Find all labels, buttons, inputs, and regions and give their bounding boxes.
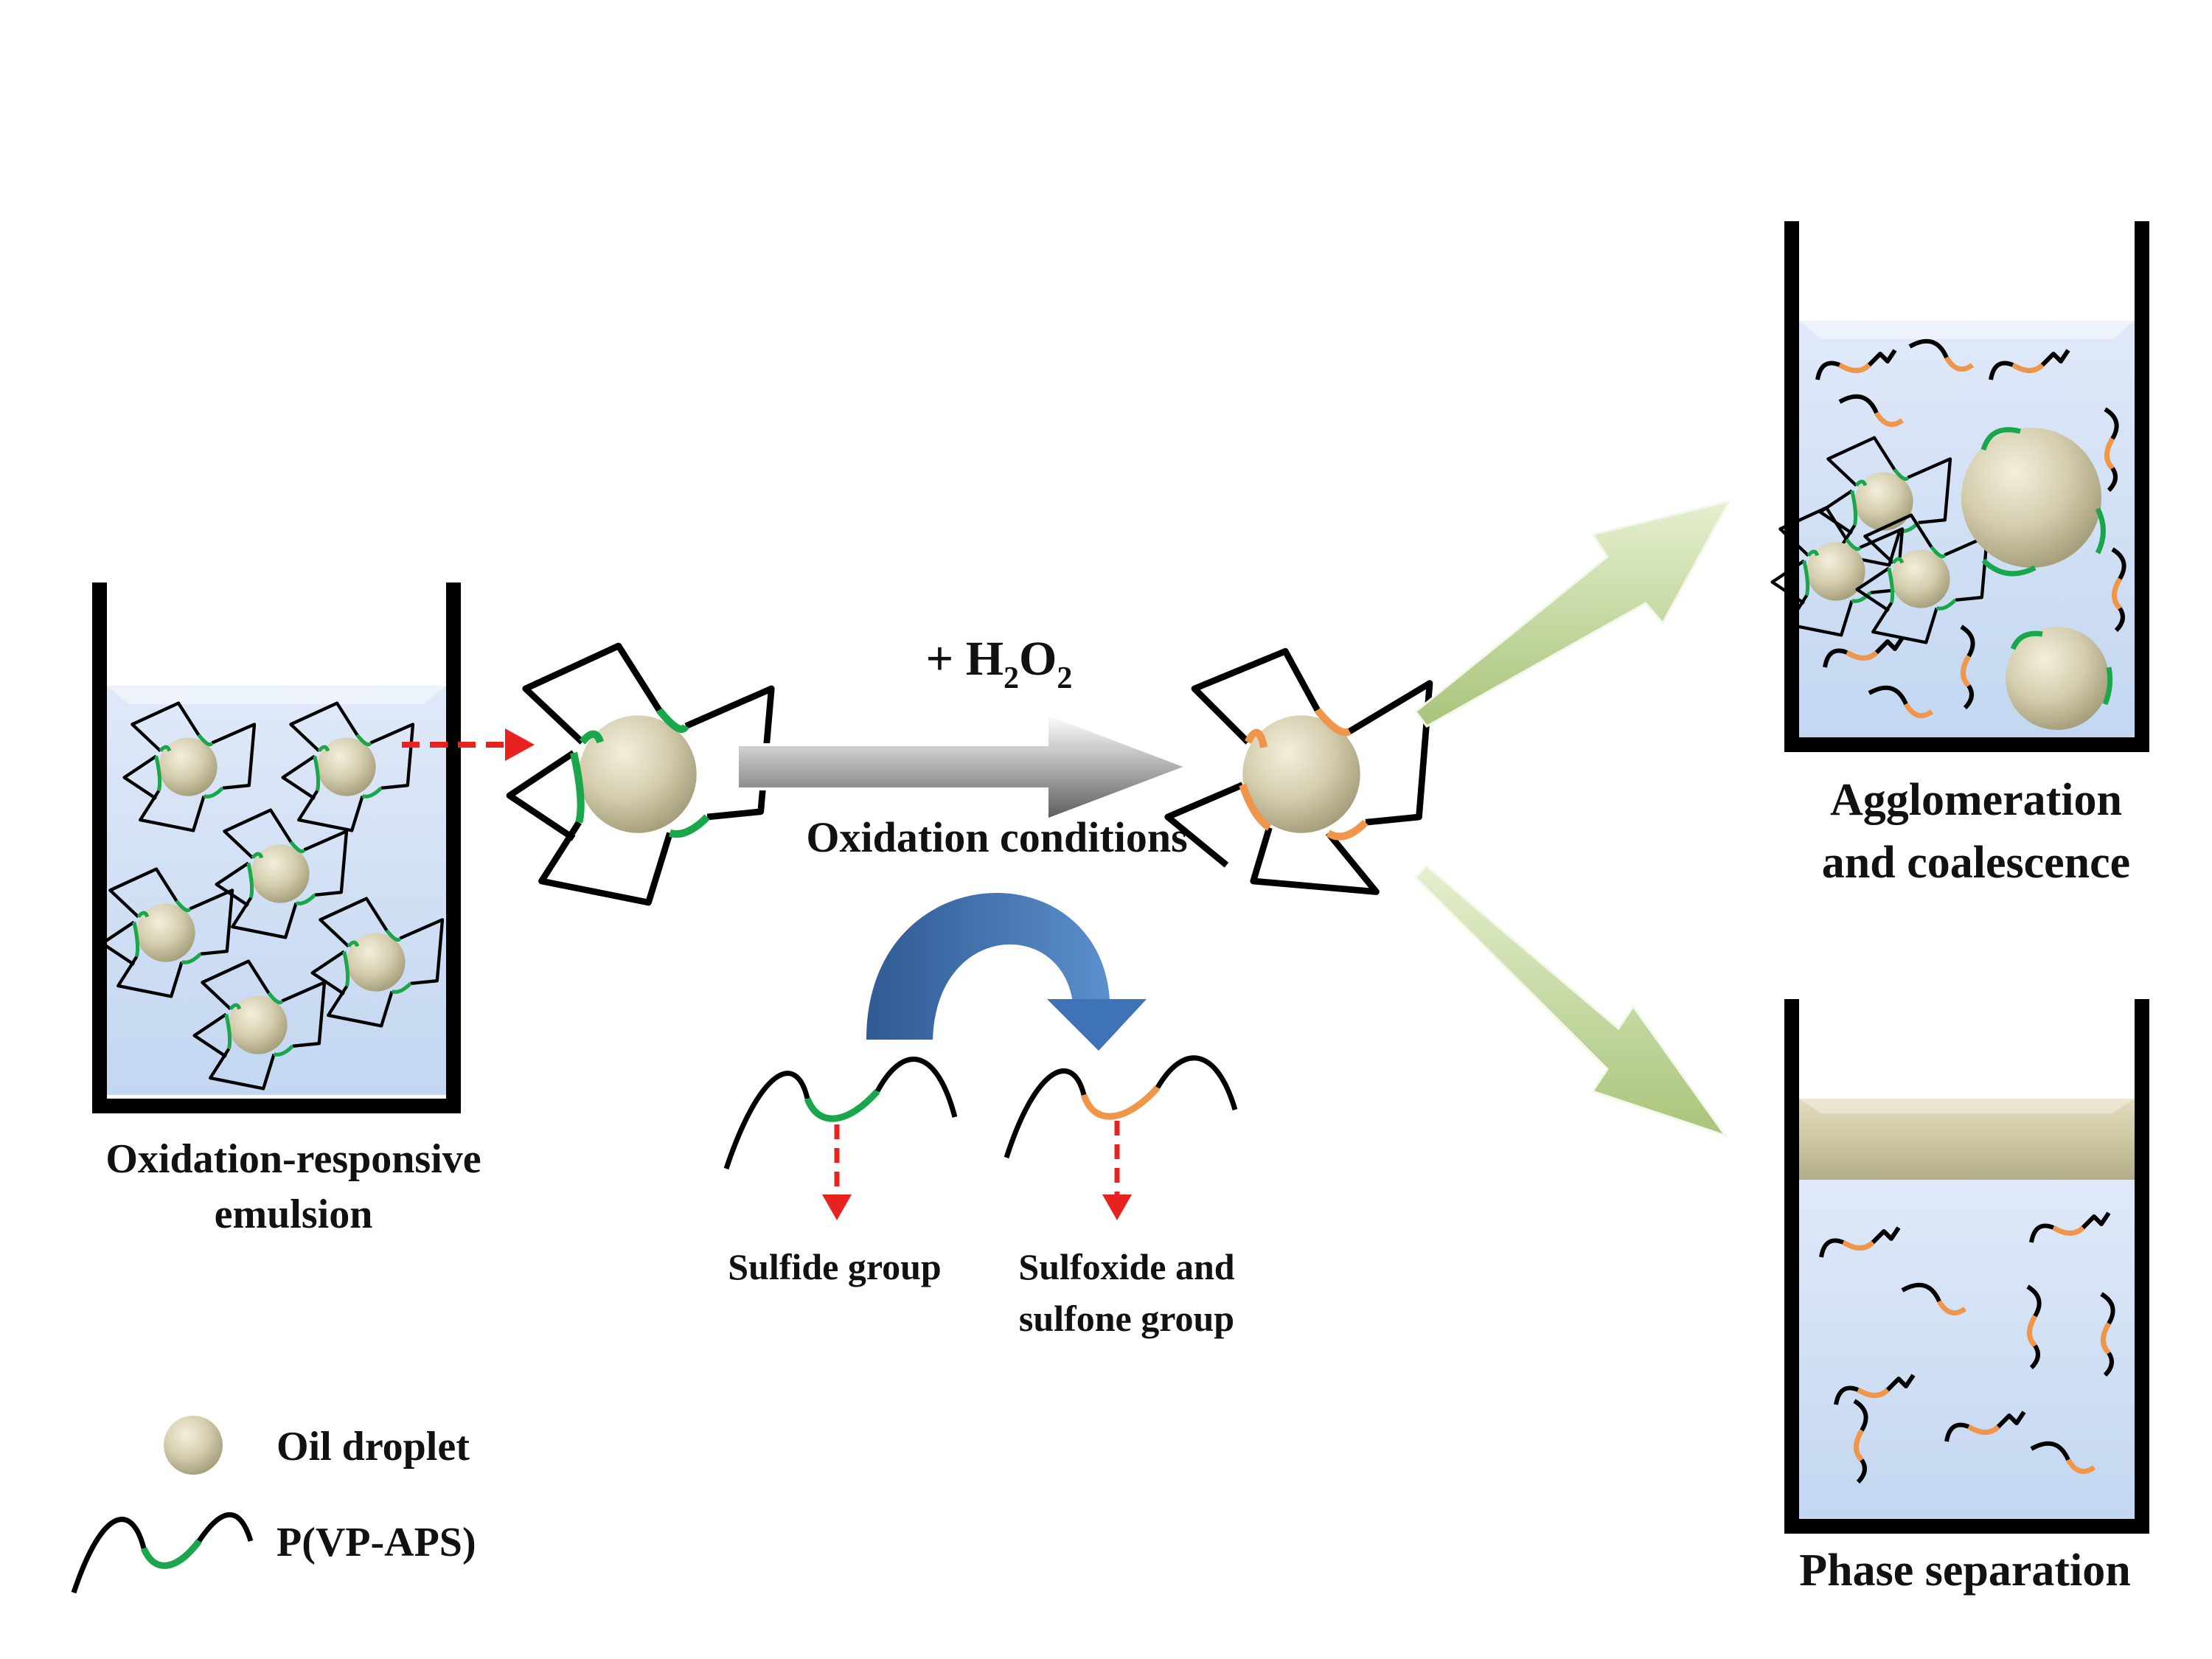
arrow-to-agglomeration: [1413, 499, 1731, 728]
sulfide-group-label: Sulfide group: [728, 1246, 941, 1287]
beaker-wall: [1784, 999, 2149, 1534]
agglomeration-label-line2: and coalescence: [1822, 838, 2130, 888]
coalesced-droplet: [2006, 627, 2109, 730]
emulsion-beaker: [92, 582, 461, 1113]
emulsion-label-line2: emulsion: [215, 1192, 373, 1237]
water-fill: [1799, 1180, 2135, 1519]
oil-layer: [1799, 1099, 2135, 1180]
sulfoxide-label-line1: Sulfoxide and: [1018, 1246, 1234, 1287]
sulfide-pointer: [822, 1124, 852, 1220]
sulfide-chain: [723, 1057, 958, 1170]
beaker-wall: [92, 582, 461, 1113]
transition-arrow: [866, 893, 1147, 1051]
oxidized-droplet: [1168, 651, 1430, 891]
zoom-arrow: [402, 728, 535, 761]
sulfoxide-label-line2: sulfone group: [1019, 1298, 1234, 1339]
coalesced-droplet: [1961, 428, 2101, 568]
sulfoxide-pointer: [1102, 1121, 1132, 1220]
legend: Oil droplet P(VP-APS): [71, 1416, 476, 1594]
arrow-to-phase-separation: [1413, 864, 1728, 1138]
legend-polymer-icon: [71, 1512, 254, 1594]
oxidation-conditions-label: Oxidation conditions: [806, 813, 1187, 861]
legend-oil-icon: [164, 1416, 223, 1475]
legend-polymer-label: P(VP-APS): [276, 1520, 476, 1565]
phase-separation-label: Phase separation: [1799, 1545, 2131, 1596]
stabilized-droplet: [509, 646, 771, 902]
process-arrow: [736, 712, 1192, 822]
phase-separation-beaker: [1784, 999, 2149, 1534]
agglomeration-label-line1: Agglomeration: [1830, 775, 2122, 825]
reagent-label: + H2O2: [926, 632, 1073, 695]
sulfoxide-chain: [1004, 1055, 1238, 1159]
emulsion-label-line1: Oxidation-responsive: [105, 1136, 481, 1182]
legend-oil-label: Oil droplet: [276, 1424, 470, 1470]
beaker-wall: [1784, 221, 2149, 752]
agglomeration-beaker: [1773, 221, 2149, 752]
